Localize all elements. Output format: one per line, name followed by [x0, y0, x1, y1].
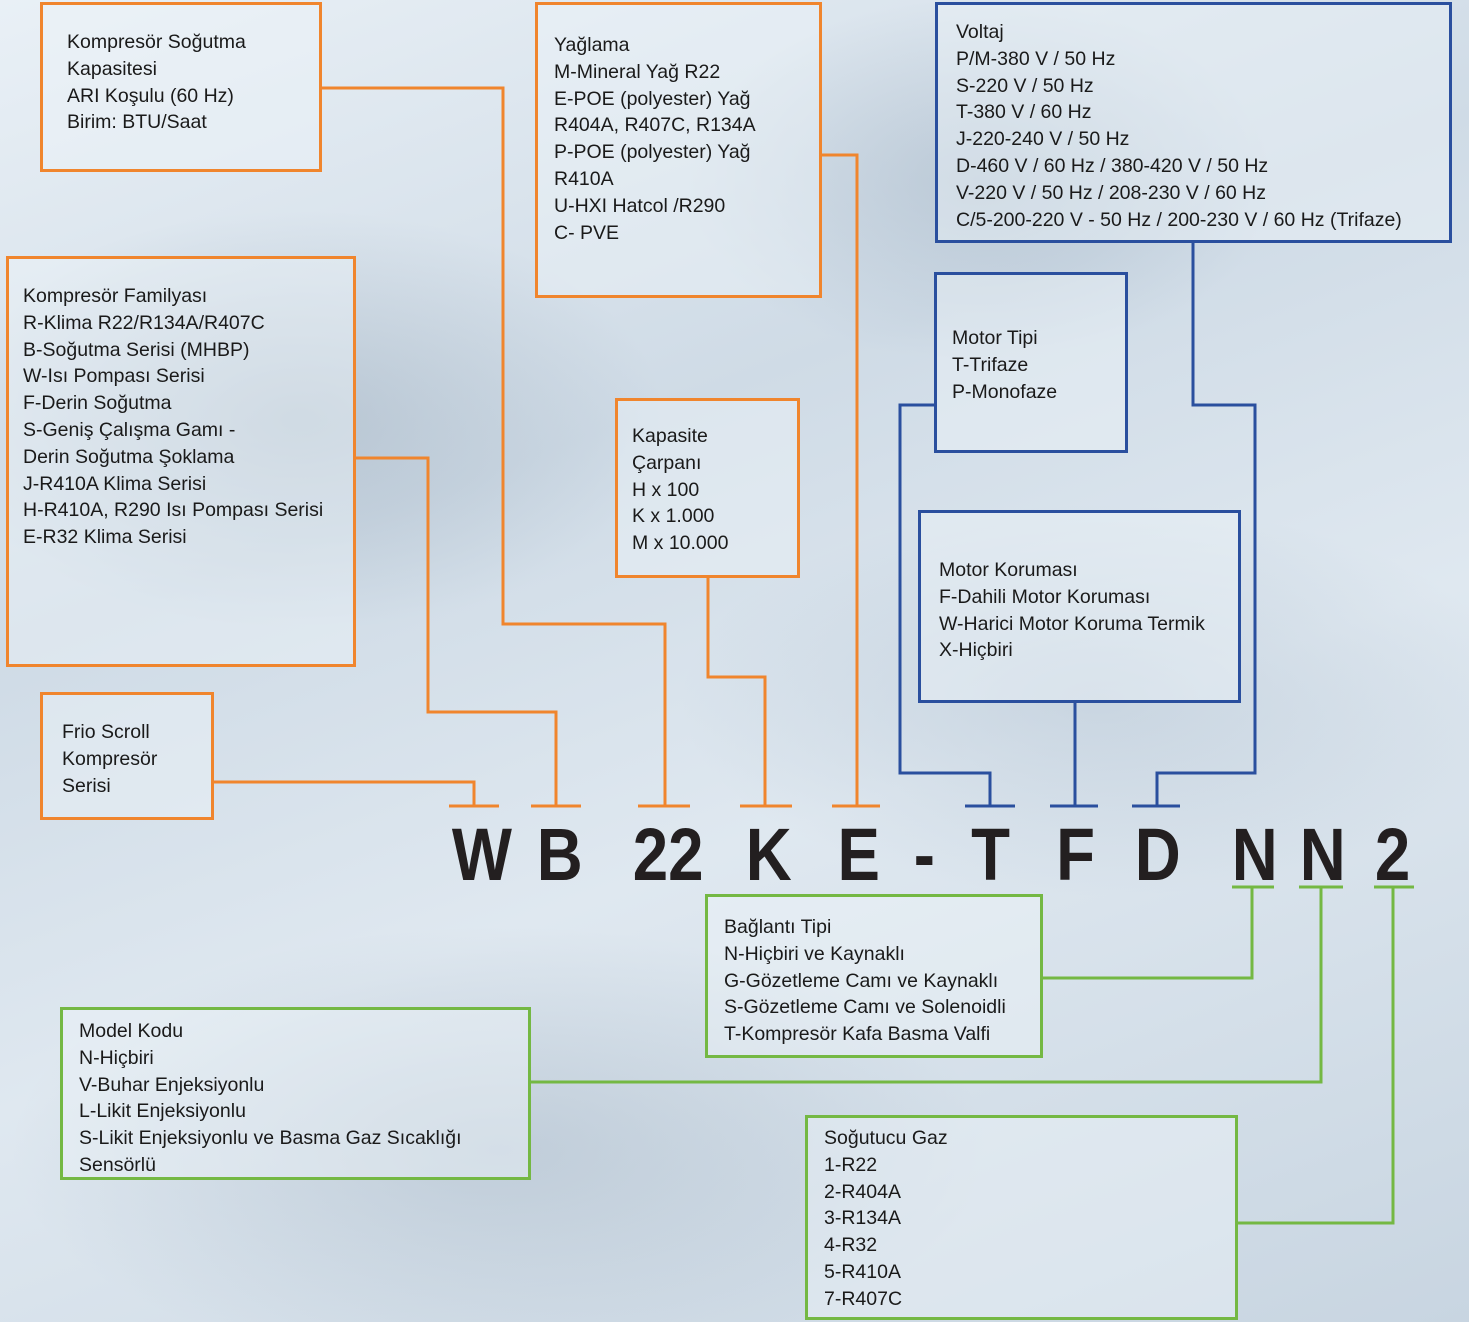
family-box: Kompresör Familyası R-Klima R22/R134A/R4…	[6, 256, 356, 667]
connection-line: Bağlantı Tipi	[724, 916, 832, 938]
code-digit-2: 2	[1374, 813, 1411, 896]
family-line: H-R410A, R290 Isı Pompası Serisi	[23, 499, 324, 522]
family-line: W-Isı Pompası Serisi	[23, 365, 205, 388]
multiplier-line: Kapasite	[632, 425, 708, 447]
multiplier-line: M x 10.000	[632, 532, 729, 555]
motor-type-line: Motor Tipi	[952, 327, 1038, 349]
lubrication-box: Yağlama M-Mineral Yağ R22 E-POE (polyest…	[535, 2, 822, 298]
refrigerant-line: 3-R134A	[824, 1207, 901, 1230]
capacity-box: Kompresör Soğutma Kapasitesi ARI Koşulu …	[40, 2, 322, 172]
model-code-line: S-Likit Enjeksiyonlu ve Basma Gaz Sıcakl…	[79, 1127, 462, 1150]
multiplier-line: H x 100	[632, 478, 700, 501]
code-letter-W: W	[451, 813, 512, 896]
series-box: Frio Scroll Kompresör Serisi	[40, 692, 214, 820]
lubrication-line: C- PVE	[554, 221, 620, 244]
code-letter-F: F	[1056, 813, 1096, 896]
multiplier-line: Çarpanı	[632, 451, 702, 474]
family-line: F-Derin Soğutma	[23, 392, 172, 415]
family-line: J-R410A Klima Serisi	[23, 472, 207, 495]
model-code-line: N-Hiçbiri	[79, 1046, 154, 1069]
model-code-line: V-Buhar Enjeksiyonlu	[79, 1073, 265, 1096]
model-code-line: L-Likit Enjeksiyonlu	[79, 1100, 246, 1123]
lubrication-line: E-POE (polyester) Yağ	[554, 87, 751, 110]
code-letter-T: T	[971, 813, 1011, 896]
family-line: Kompresör Familyası	[23, 285, 208, 307]
voltage-box: Voltaj P/M-380 V / 50 Hz S-220 V / 50 Hz…	[935, 2, 1452, 243]
refrigerant-line: 5-R410A	[824, 1260, 901, 1283]
voltage-line: T-380 V / 60 Hz	[956, 101, 1092, 124]
refrigerant-box: Soğutucu Gaz 1-R22 2-R404A 3-R134A 4-R32…	[805, 1115, 1238, 1320]
connection-line: G-Gözetleme Camı ve Kaynaklı	[724, 969, 999, 992]
motor-protection-line: Motor Koruması	[939, 559, 1078, 581]
code-dash: -	[913, 813, 935, 896]
family-line: Derin Soğutma Şoklama	[23, 445, 235, 468]
model-code-box: Model Kodu N-Hiçbiri V-Buhar Enjeksiyonl…	[60, 1007, 531, 1180]
motor-protection-line: F-Dahili Motor Koruması	[939, 585, 1151, 608]
voltage-line: V-220 V / 50 Hz / 208-230 V / 60 Hz	[956, 181, 1267, 204]
refrigerant-line: Soğutucu Gaz	[824, 1127, 948, 1149]
motor-protection-line: W-Harici Motor Koruma Termik	[939, 612, 1205, 635]
refrigerant-line: 2-R404A	[824, 1180, 901, 1203]
lubrication-line: R404A, R407C, R134A	[554, 114, 756, 137]
series-line: Kompresör	[62, 747, 158, 770]
connection-line: T-Kompresör Kafa Basma Valfi	[724, 1023, 991, 1046]
motor-type-line: T-Trifaze	[952, 353, 1029, 376]
code-letter-K: K	[745, 813, 792, 896]
voltage-line: P/M-380 V / 50 Hz	[956, 47, 1116, 70]
capacity-line: Kapasitesi	[67, 57, 157, 80]
model-code-line: Sensörlü	[79, 1153, 156, 1176]
lubrication-line: P-POE (polyester) Yağ	[554, 141, 751, 164]
capacity-line: Kompresör Soğutma	[67, 31, 246, 53]
code-letter-E: E	[837, 813, 880, 896]
motor-type-line: P-Monofaze	[952, 380, 1058, 403]
lubrication-line: U-HXI Hatcol /R290	[554, 194, 726, 217]
multiplier-line: K x 1.000	[632, 505, 715, 528]
code-letter-N-connection: N	[1231, 813, 1278, 896]
connection-line: N-Hiçbiri ve Kaynaklı	[724, 942, 905, 965]
voltage-line: S-220 V / 50 Hz	[956, 74, 1094, 97]
lubrication-line: R410A	[554, 167, 614, 190]
family-line: R-Klima R22/R134A/R407C	[23, 311, 265, 334]
refrigerant-line: 7-R407C	[824, 1287, 903, 1310]
multiplier-box: Kapasite Çarpanı H x 100 K x 1.000 M x 1…	[615, 398, 800, 578]
code-letter-B: B	[536, 813, 583, 896]
code-letter-D: D	[1134, 813, 1181, 896]
lubrication-line: Yağlama	[554, 34, 630, 56]
connection-line: S-Gözetleme Camı ve Solenoidli	[724, 996, 1006, 1019]
series-line: Frio Scroll	[62, 721, 150, 743]
voltage-line: D-460 V / 60 Hz / 380-420 V / 50 Hz	[956, 154, 1269, 177]
family-line: B-Soğutma Serisi (MHBP)	[23, 338, 250, 361]
motor-protection-box: Motor Koruması F-Dahili Motor Koruması W…	[918, 510, 1241, 703]
motor-type-box: Motor Tipi T-Trifaze P-Monofaze	[934, 272, 1128, 453]
motor-protection-line: X-Hiçbiri	[939, 639, 1013, 662]
family-line: E-R32 Klima Serisi	[23, 526, 187, 549]
voltage-line: Voltaj	[956, 21, 1004, 43]
refrigerant-line: 1-R22	[824, 1153, 878, 1176]
code-digits-22: 22	[632, 813, 704, 896]
family-line: S-Geniş Çalışma Gamı -	[23, 418, 236, 441]
capacity-line: ARI Koşulu (60 Hz)	[67, 84, 234, 107]
connection-box: Bağlantı Tipi N-Hiçbiri ve Kaynaklı G-Gö…	[705, 894, 1043, 1058]
series-line: Serisi	[62, 774, 111, 797]
capacity-line: Birim: BTU/Saat	[67, 111, 207, 134]
refrigerant-line: 4-R32	[824, 1234, 878, 1257]
voltage-line: J-220-240 V / 50 Hz	[956, 128, 1130, 151]
model-code-line: Model Kodu	[79, 1020, 184, 1042]
voltage-line: C/5-200-220 V - 50 Hz / 200-230 V / 60 H…	[956, 208, 1402, 231]
code-letter-N-model: N	[1299, 813, 1346, 896]
lubrication-line: M-Mineral Yağ R22	[554, 60, 721, 83]
